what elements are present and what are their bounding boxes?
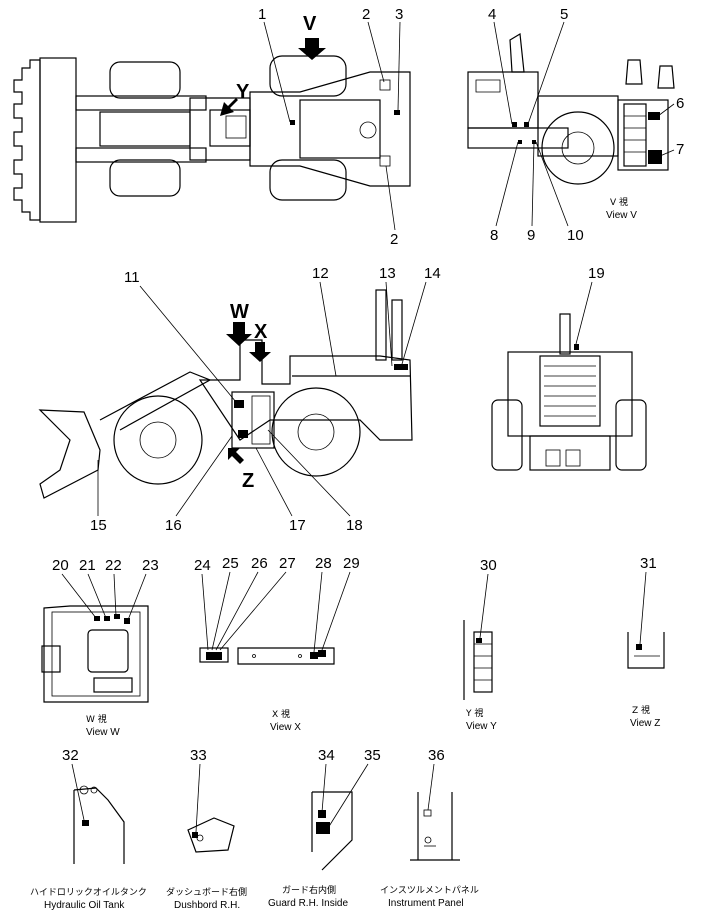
view-z-detail — [627, 632, 665, 669]
front-view-loader — [491, 313, 647, 471]
callout-1: 1 — [258, 6, 266, 23]
callout-34: 34 — [318, 747, 335, 764]
callout-28: 28 — [315, 555, 332, 572]
callout-21: 21 — [79, 557, 96, 574]
dashboard-rh-detail — [187, 817, 235, 853]
caption-hydraulic-en: Hydraulic Oil Tank — [44, 900, 125, 911]
callout-2-top: 2 — [362, 6, 370, 23]
instrument-panel-detail — [410, 792, 460, 861]
callout-5: 5 — [560, 6, 568, 23]
caption-view-x-jp: X 視 — [272, 708, 290, 720]
callout-15: 15 — [90, 517, 107, 534]
callout-17: 17 — [289, 517, 306, 534]
caption-guard-jp: ガード右内側 — [282, 884, 336, 896]
callout-25: 25 — [222, 555, 239, 572]
view-y-detail — [463, 620, 493, 700]
callout-26: 26 — [251, 555, 268, 572]
callout-19: 19 — [588, 265, 605, 282]
arrow-label-y: Y — [236, 81, 250, 103]
callout-10: 10 — [567, 227, 584, 244]
callout-8: 8 — [490, 227, 498, 244]
caption-panel-jp: インスツルメントパネル — [380, 885, 479, 896]
callout-18: 18 — [346, 517, 363, 534]
callout-12: 12 — [312, 265, 329, 282]
callout-24: 24 — [194, 557, 211, 574]
callout-31: 31 — [640, 555, 657, 572]
arrow-label-x: X — [254, 321, 268, 343]
callout-14: 14 — [424, 265, 441, 282]
view-w-detail — [41, 605, 149, 703]
callout-33: 33 — [190, 747, 207, 764]
caption-view-v-en: View V — [606, 210, 637, 221]
view-v-rear — [467, 33, 675, 185]
callout-30: 30 — [480, 557, 497, 574]
caption-view-v-jp: V 視 — [610, 196, 628, 208]
callout-7: 7 — [676, 141, 684, 158]
arrow-label-v: V — [303, 13, 317, 35]
caption-guard-en: Guard R.H. Inside — [268, 898, 348, 909]
callout-36: 36 — [428, 747, 445, 764]
guard-rh-inside-detail — [311, 791, 353, 871]
callout-23: 23 — [142, 557, 159, 574]
callout-16: 16 — [165, 517, 182, 534]
callout-9: 9 — [527, 227, 535, 244]
caption-view-z-en: View Z — [630, 718, 660, 729]
callout-11: 11 — [124, 269, 140, 286]
caption-view-y-jp: Y 視 — [465, 707, 483, 719]
caption-dashboard-en: Dushbord R.H. — [174, 900, 240, 911]
callout-6: 6 — [676, 95, 684, 112]
caption-dashboard-jp: ダッシュボード右側 — [166, 886, 247, 898]
callout-35: 35 — [364, 747, 381, 764]
callout-27: 27 — [279, 555, 296, 572]
caption-panel-en: Instrument Panel — [388, 898, 464, 909]
callout-22: 22 — [105, 557, 122, 574]
caption-hydraulic-jp: ハイドロリックオイルタンク — [30, 887, 147, 898]
caption-view-w-en: View W — [86, 727, 120, 738]
side-view-loader — [38, 289, 413, 499]
caption-view-x-en: View X — [270, 722, 301, 733]
caption-view-w-jp: W 視 — [86, 713, 107, 725]
view-x-detail — [199, 647, 335, 665]
callout-3: 3 — [395, 6, 403, 23]
callout-32: 32 — [62, 747, 79, 764]
callout-13: 13 — [379, 265, 396, 282]
caption-view-y-en: View Y — [466, 721, 497, 732]
hydraulic-oil-tank-detail — [73, 785, 125, 864]
caption-view-z-jp: Z 視 — [632, 704, 650, 716]
top-view-loader — [13, 38, 411, 223]
callout-20: 20 — [52, 557, 69, 574]
callout-2-bottom: 2 — [390, 231, 398, 248]
callout-4: 4 — [488, 6, 496, 23]
arrow-label-w: W — [230, 301, 249, 323]
arrow-label-z: Z — [242, 470, 254, 492]
callout-29: 29 — [343, 555, 360, 572]
